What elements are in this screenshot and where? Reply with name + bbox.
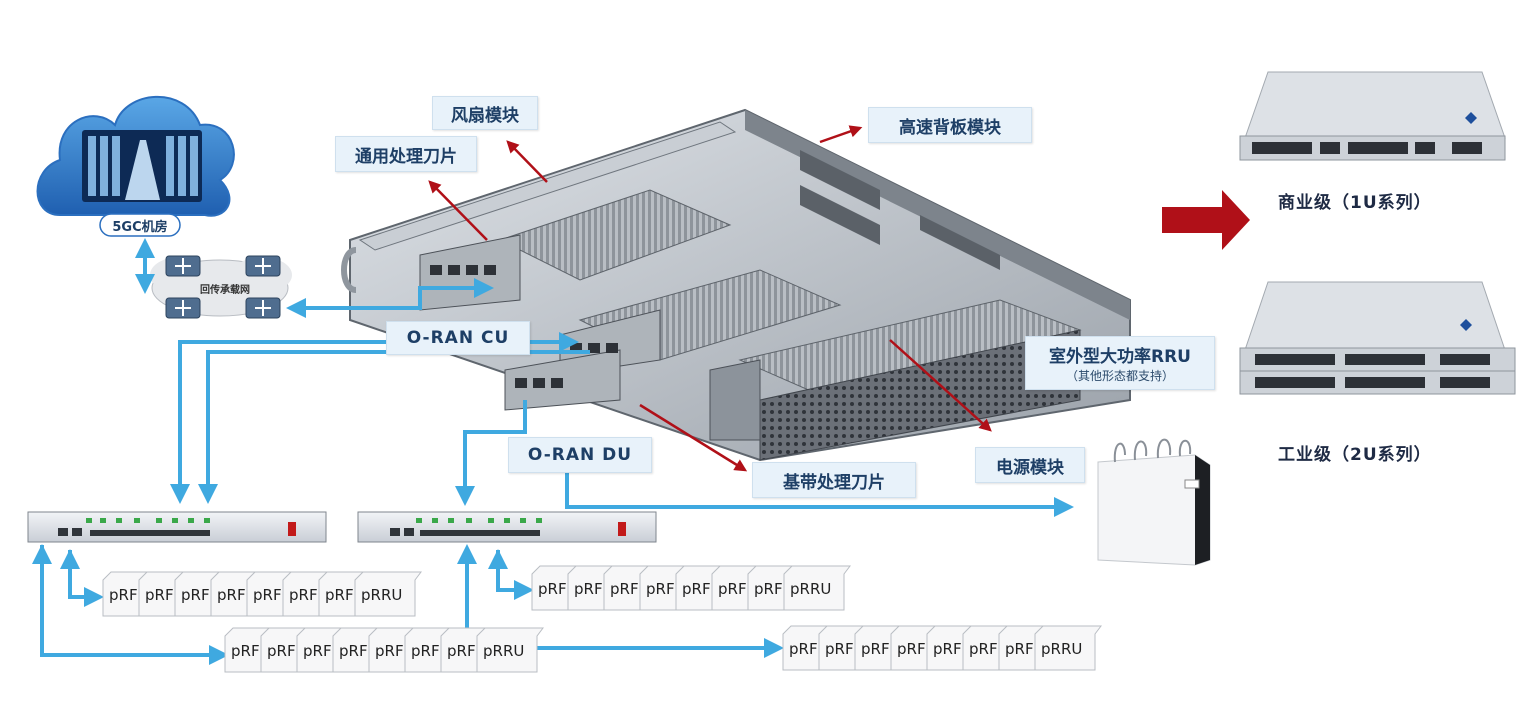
prru-label: pRRU xyxy=(361,586,402,604)
prru-label: pRF xyxy=(289,586,318,604)
general-blade-pointer-arrow xyxy=(428,180,488,241)
prru-label: pRF xyxy=(861,640,890,658)
general-blade-label: 通用处理刀片 xyxy=(335,136,477,172)
prru-label: pRF xyxy=(825,640,854,658)
prru-label: pRF xyxy=(303,642,332,660)
backhaul-network-icon xyxy=(150,255,292,319)
prru-label: pRF xyxy=(411,642,440,660)
fan-module-text: 风扇模块 xyxy=(451,105,519,126)
prru-label: pRF xyxy=(253,586,282,604)
prru-label: pRF xyxy=(339,642,368,660)
prru-label: pRF xyxy=(610,580,639,598)
outdoor-rru-device xyxy=(1097,438,1211,566)
fan-pointer-arrow xyxy=(506,140,548,183)
prru-label: pRF xyxy=(933,640,962,658)
prru-label: pRF xyxy=(375,642,404,660)
prru-label: pRF xyxy=(754,580,783,598)
prru-label: pRF xyxy=(181,586,210,604)
cloud-datacenter-icon xyxy=(36,95,235,217)
product-direction-arrow xyxy=(1162,190,1250,250)
backplane-label: 高速背板模块 xyxy=(868,107,1032,143)
fan-module-label: 风扇模块 xyxy=(432,96,538,130)
prru-unit: pRRU xyxy=(783,565,851,611)
prru-label: pRF xyxy=(574,580,603,598)
industrial-series-label: 工业级（2U系列） xyxy=(1278,445,1432,465)
prru-label: pRF xyxy=(646,580,675,598)
outdoor-rru-subtitle: （其他形态都支持） xyxy=(1065,369,1174,383)
cloud-label: 5GC机房 xyxy=(112,220,168,235)
outdoor-rru-label: 室外型大功率RRU （其他形态都支持） xyxy=(1025,336,1215,390)
backplane-text: 高速背板模块 xyxy=(899,117,1001,138)
prru-label: pRRU xyxy=(483,642,524,660)
prru-label: pRF xyxy=(1005,640,1034,658)
power-module-text: 电源模块 xyxy=(996,457,1064,478)
baseband-blade-label: 基带处理刀片 xyxy=(752,462,916,498)
commercial-series-label: 商业级（1U系列） xyxy=(1278,193,1432,213)
prru-label: pRF xyxy=(969,640,998,658)
oran-du-label: O-RAN DU xyxy=(508,437,652,473)
general-blade-text: 通用处理刀片 xyxy=(355,146,457,167)
prru-unit: pRRU xyxy=(476,627,544,673)
prru-label: pRF xyxy=(718,580,747,598)
baseband-pointer-arrow xyxy=(639,403,748,472)
server-2u-product xyxy=(1239,281,1516,395)
backhaul-label: 回传承载网 xyxy=(200,285,250,296)
prru-label: pRRU xyxy=(1041,640,1082,658)
prru-label: pRF xyxy=(789,640,818,658)
prru-label: pRF xyxy=(682,580,711,598)
prru-unit: pRRU xyxy=(1034,625,1102,671)
outdoor-rru-title: 室外型大功率RRU xyxy=(1049,347,1191,367)
backplane-pointer-arrow xyxy=(819,125,863,144)
prru-layer: pRF pRF pRF pRF pRF pRF pRF pRRU pRF pRF pRF pRF pRF… xyxy=(102,565,1102,673)
server-chassis-illustration xyxy=(341,108,1131,462)
power-pointer-arrow xyxy=(889,339,992,432)
oran-cu-text: O-RAN CU xyxy=(406,328,510,348)
server-1u-product xyxy=(1239,71,1506,161)
prru-label: pRF xyxy=(325,586,354,604)
switch-right xyxy=(357,511,657,543)
oran-du-text: O-RAN DU xyxy=(527,445,633,465)
prru-label: pRF xyxy=(145,586,174,604)
switch-left xyxy=(27,511,327,543)
prru-label: pRF xyxy=(231,642,260,660)
prru-label: pRF xyxy=(897,640,926,658)
baseband-blade-text: 基带处理刀片 xyxy=(783,472,885,493)
prru-unit: pRRU xyxy=(354,571,422,617)
prru-label: pRF xyxy=(447,642,476,660)
prru-label: pRF xyxy=(217,586,246,604)
prru-label: pRRU xyxy=(790,580,831,598)
power-module-label: 电源模块 xyxy=(975,447,1085,483)
prru-label: pRF xyxy=(267,642,296,660)
oran-cu-label: O-RAN CU xyxy=(386,321,530,355)
prru-label: pRF xyxy=(109,586,138,604)
prru-label: pRF xyxy=(538,580,567,598)
